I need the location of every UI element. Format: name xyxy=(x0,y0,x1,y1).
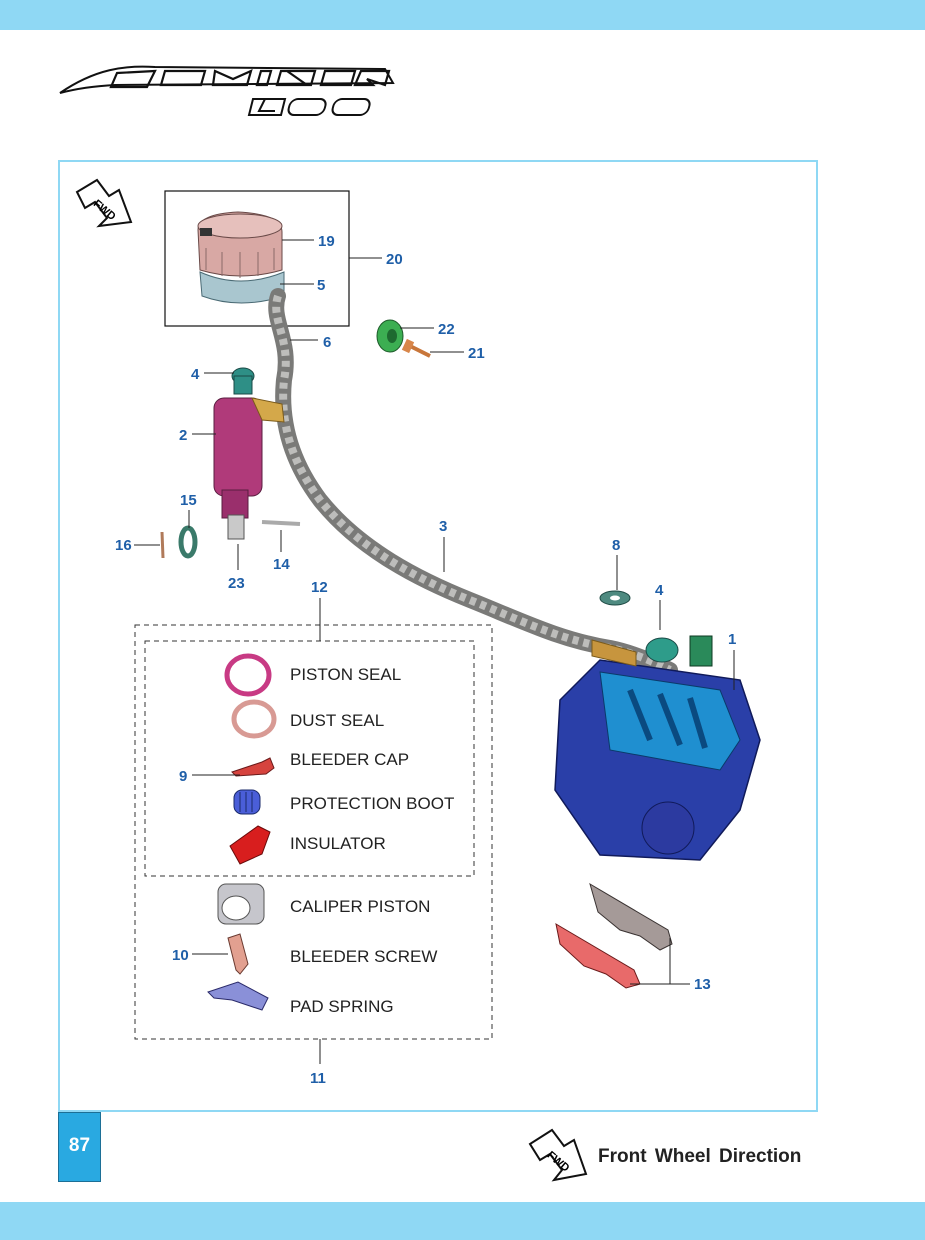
callout-13: 13 xyxy=(694,976,711,993)
kit-item-insulator: INSULATOR xyxy=(290,834,386,853)
dominar-logo xyxy=(59,65,395,116)
kit-item-bleeder-screw: BLEEDER SCREW xyxy=(290,947,437,966)
master-cylinder-part xyxy=(213,367,285,540)
pin-16 xyxy=(160,531,165,559)
caliper-part xyxy=(554,635,761,861)
callout-23: 23 xyxy=(228,575,245,592)
bleeder-screw-icon xyxy=(227,933,249,975)
callout-4-caliper: 4 xyxy=(655,582,664,599)
callout-2: 2 xyxy=(179,427,187,444)
pin-14 xyxy=(261,520,301,526)
kit-box-12 xyxy=(144,640,475,877)
kit-box-11 xyxy=(134,624,493,1040)
callout-12: 12 xyxy=(311,579,328,596)
bottom-band xyxy=(0,1202,925,1240)
front-wheel-direction-caption: Front Wheel Direction xyxy=(598,1146,802,1167)
callout-4-top: 4 xyxy=(191,366,200,383)
callout-8: 8 xyxy=(612,537,620,554)
insulator-icon xyxy=(229,825,271,865)
bleeder-cap-icon xyxy=(231,757,275,777)
fwd-arrow-legend-icon: FWD xyxy=(528,1128,588,1182)
callout-20: 20 xyxy=(386,251,403,268)
top-band xyxy=(0,0,925,30)
leader-lines xyxy=(134,239,735,1064)
callout-15: 15 xyxy=(180,492,197,509)
callout-11: 11 xyxy=(310,1070,326,1087)
callout-21: 21 xyxy=(468,345,485,362)
diagram-frame xyxy=(58,160,818,1112)
brake-pads-13 xyxy=(555,882,673,989)
callout-5: 5 xyxy=(317,277,325,294)
callout-9: 9 xyxy=(179,768,187,785)
callout-10: 10 xyxy=(172,947,189,964)
washer-8 xyxy=(599,590,631,606)
kit-item-pad-spring: PAD SPRING xyxy=(290,997,394,1016)
reservoir-part xyxy=(197,211,285,304)
callout-6: 6 xyxy=(323,334,331,351)
protection-boot-icon xyxy=(233,789,261,815)
page-number: 87 xyxy=(58,1112,101,1182)
callout-3: 3 xyxy=(439,518,447,535)
dust-seal-icon xyxy=(231,699,277,739)
fwd-arrow-icon: FWD xyxy=(75,178,133,228)
piston-seal-icon xyxy=(224,653,272,697)
callout-1: 1 xyxy=(728,631,736,648)
bolt-21 xyxy=(401,338,431,358)
pad-spring-icon xyxy=(207,981,269,1011)
callout-19: 19 xyxy=(318,233,335,250)
kit-item-piston-seal: PISTON SEAL xyxy=(290,665,401,684)
kit-item-dust-seal: DUST SEAL xyxy=(290,711,384,730)
callout-22: 22 xyxy=(438,321,455,338)
clip-15 xyxy=(178,525,198,559)
kit-item-protection-boot: PROTECTION BOOT xyxy=(290,794,454,813)
callout-16: 16 xyxy=(115,537,132,554)
callout-14: 14 xyxy=(273,556,290,573)
caliper-piston-icon xyxy=(217,883,265,925)
kit-item-bleeder-cap: BLEEDER CAP xyxy=(290,750,409,769)
washer-22 xyxy=(376,319,404,353)
kit-item-caliper-piston: CALIPER PISTON xyxy=(290,897,430,916)
